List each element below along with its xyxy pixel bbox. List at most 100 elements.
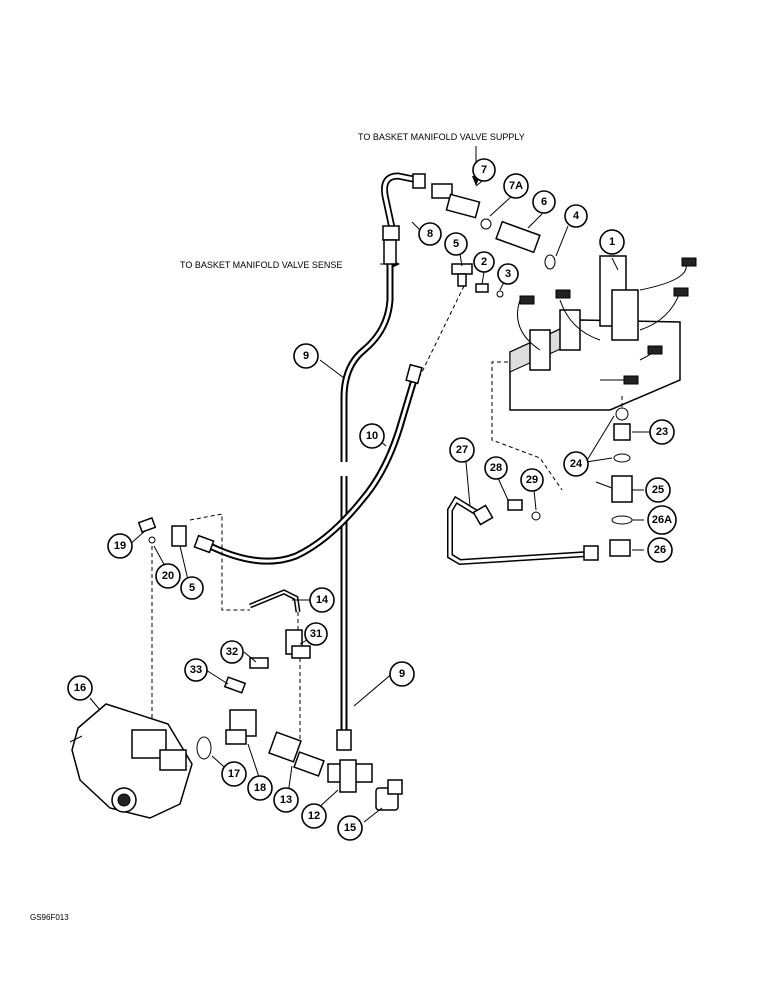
pump-16 — [69, 703, 193, 819]
o-ring-17 — [196, 736, 212, 760]
callout-33: 33 — [184, 658, 208, 682]
callout-7: 7 — [472, 158, 496, 182]
callout-2: 2 — [473, 251, 495, 273]
adapter-23 — [613, 423, 631, 441]
callout-19: 19 — [107, 533, 133, 559]
svg-text:7: 7 — [481, 164, 487, 176]
tube-8 — [381, 172, 426, 241]
callout-1: 1 — [599, 229, 625, 255]
svg-text:13: 13 — [280, 794, 292, 806]
svg-text:27: 27 — [456, 444, 468, 456]
svg-text:18: 18 — [254, 782, 266, 794]
figure-code: GS96F013 — [30, 913, 69, 922]
callout-28: 28 — [484, 456, 508, 480]
callout-26a: 26A — [647, 505, 677, 535]
callout-29: 29 — [520, 468, 544, 492]
fitting-28 — [507, 499, 523, 511]
hose-9-top-fitting — [383, 239, 397, 265]
svg-text:29: 29 — [526, 474, 538, 486]
o-ring-7a — [480, 218, 492, 230]
svg-text:8: 8 — [427, 228, 433, 240]
tee-5b — [171, 525, 187, 547]
callout-26: 26 — [647, 537, 673, 563]
elbow-19 — [137, 516, 157, 534]
o-ring-29 — [531, 511, 541, 521]
valve-manifold — [509, 255, 697, 411]
callout-3: 3 — [497, 263, 519, 285]
sense-annotation: TO BASKET MANIFOLD VALVE SENSE — [180, 260, 342, 270]
svg-text:14: 14 — [316, 594, 329, 606]
callout-32: 32 — [220, 640, 244, 664]
supply-annotation: TO BASKET MANIFOLD VALVE SUPPLY — [358, 132, 525, 142]
dash-manifold-27 — [491, 361, 563, 491]
callout-27: 27 — [449, 437, 475, 463]
tube-14 — [249, 589, 301, 613]
tee-31 — [285, 629, 311, 659]
svg-text:1: 1 — [609, 236, 615, 248]
valve-25 — [595, 475, 633, 503]
callout-13: 13 — [273, 787, 299, 813]
callout-9-upper: 9 — [293, 343, 319, 369]
svg-text:32: 32 — [226, 646, 238, 658]
svg-text:5: 5 — [453, 238, 459, 250]
o-ring-24a — [615, 407, 629, 421]
callout-4: 4 — [564, 204, 588, 228]
fitting-33 — [223, 676, 247, 694]
o-ring-4 — [544, 254, 556, 270]
callout-16: 16 — [67, 675, 93, 701]
svg-text:6: 6 — [541, 196, 547, 208]
svg-text:31: 31 — [310, 628, 322, 640]
o-ring-26a — [611, 515, 633, 525]
callout-31: 31 — [304, 622, 328, 646]
hose-9-bottom-fitting — [336, 729, 352, 751]
callout-12: 12 — [301, 803, 327, 829]
svg-text:12: 12 — [308, 810, 320, 822]
svg-text:10: 10 — [366, 430, 378, 442]
fitting-32 — [249, 657, 269, 669]
callout-6: 6 — [532, 190, 556, 214]
hose-10-top-fitting — [405, 363, 423, 385]
svg-text:5: 5 — [189, 582, 195, 594]
svg-text:9: 9 — [399, 668, 405, 680]
o-ring-20 — [148, 536, 156, 544]
tee-12 — [327, 759, 373, 793]
callout-5-left: 5 — [180, 576, 204, 600]
callout-20: 20 — [155, 563, 181, 589]
elbow-26 — [609, 539, 631, 557]
elbow-15 — [375, 779, 403, 811]
svg-text:23: 23 — [656, 426, 668, 438]
callout-24: 24 — [563, 451, 589, 477]
callout-7a: 7A — [503, 173, 529, 199]
callout-18: 18 — [247, 775, 273, 801]
svg-text:17: 17 — [228, 768, 240, 780]
hose-10 — [193, 363, 423, 565]
dash-5b-14 — [189, 513, 250, 611]
o-ring-24b — [613, 453, 631, 463]
tube-27 — [447, 495, 599, 566]
tube-8-nut — [382, 225, 400, 241]
svg-text:20: 20 — [162, 570, 174, 582]
fitting-7 — [431, 183, 481, 219]
tee-5 — [451, 263, 473, 287]
fitting-6 — [495, 220, 541, 254]
svg-text:25: 25 — [652, 484, 664, 496]
svg-text:19: 19 — [114, 540, 126, 552]
hose-10-bottom-fitting — [193, 534, 215, 554]
callout-10: 10 — [359, 423, 385, 449]
svg-text:7A: 7A — [509, 180, 523, 192]
svg-text:2: 2 — [481, 256, 487, 268]
callout-25: 25 — [645, 477, 671, 503]
fitting-2 — [475, 283, 489, 293]
o-ring-3 — [496, 290, 504, 298]
dash-5-10 — [419, 285, 465, 377]
svg-text:26A: 26A — [652, 514, 672, 526]
adapter-13 — [268, 731, 325, 777]
elbow-18 — [225, 709, 257, 745]
svg-text:33: 33 — [190, 664, 202, 676]
svg-text:15: 15 — [344, 822, 356, 834]
callout-23: 23 — [649, 419, 675, 445]
svg-text:9: 9 — [303, 350, 309, 362]
svg-text:24: 24 — [570, 458, 583, 470]
tube-8-top-nut — [412, 173, 426, 189]
